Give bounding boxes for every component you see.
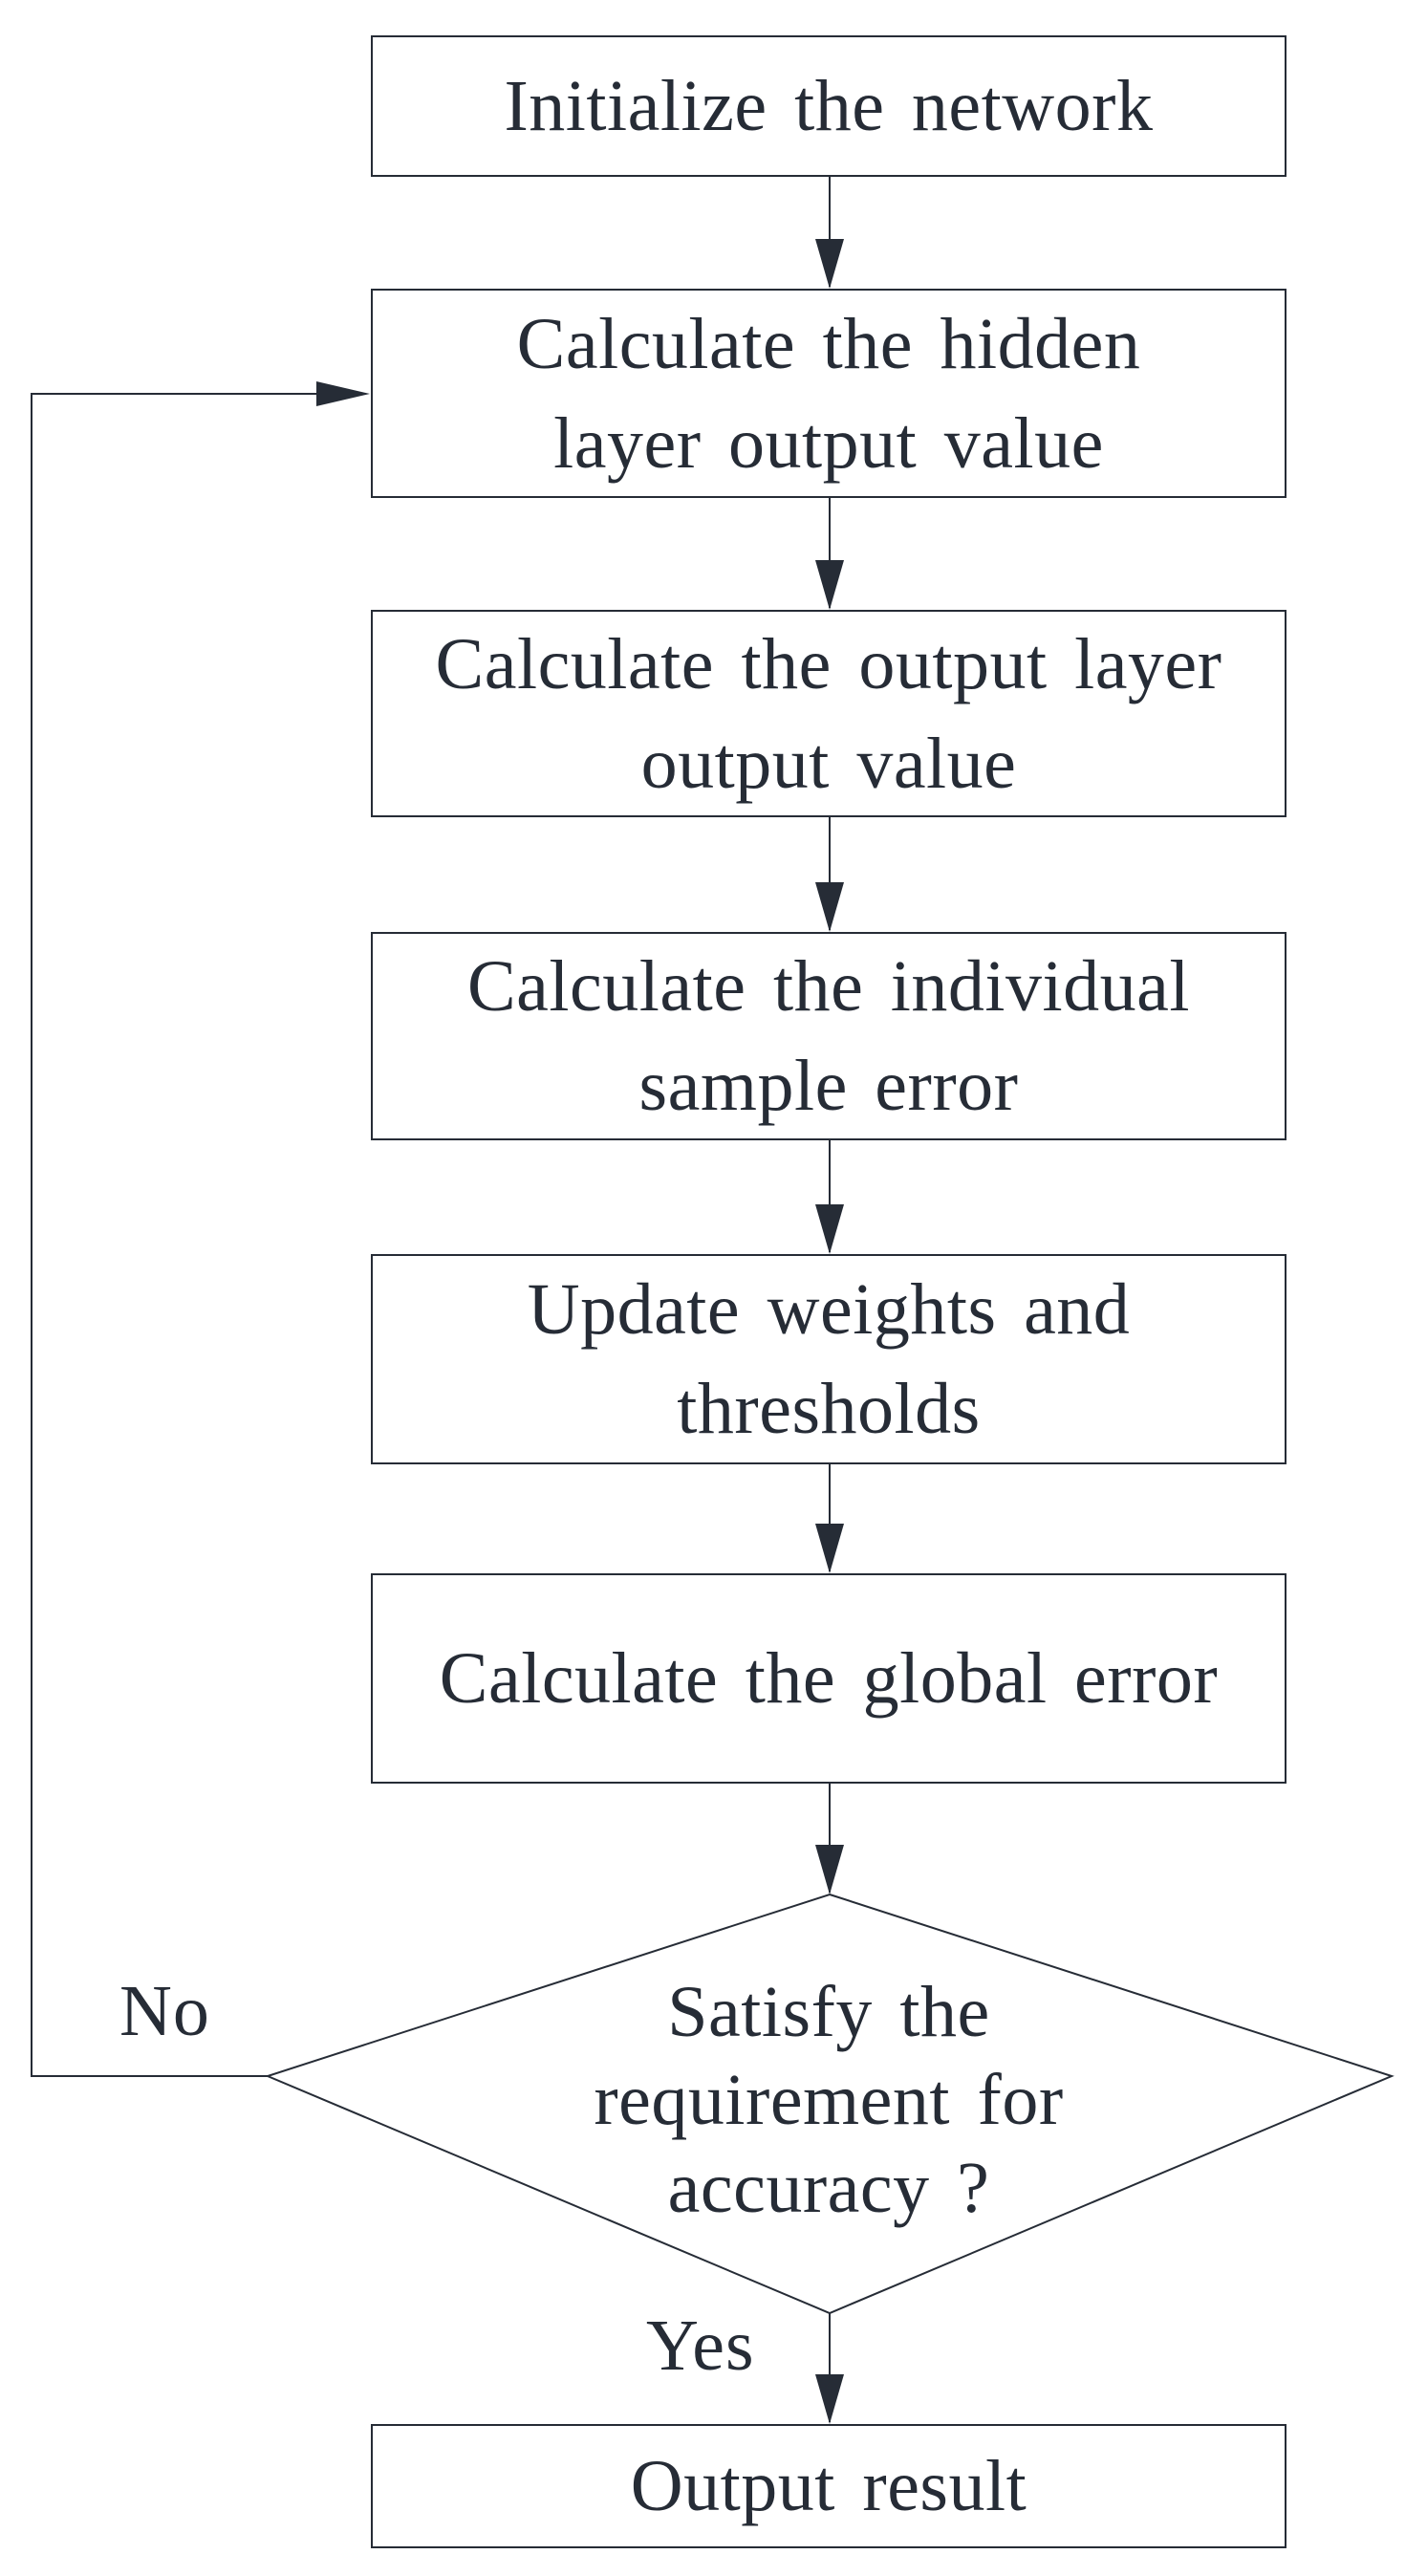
process-box-global-error: Calculate the global error — [371, 1573, 1286, 1784]
process-label-line: thresholds — [677, 1369, 981, 1449]
process-box-update-weights-thresholds: Update weights and thresholds — [371, 1254, 1286, 1464]
arrowhead-down-icon — [815, 239, 844, 289]
process-label-line: sample error — [638, 1046, 1019, 1126]
arrowhead-down-icon — [815, 1204, 844, 1254]
process-box-output-layer-output: Calculate the output layer output value — [371, 610, 1286, 817]
process-box-hidden-layer-output: Calculate the hidden layer output value — [371, 289, 1286, 498]
process-label-line: Initialize the network — [504, 66, 1154, 146]
arrowhead-down-icon — [815, 882, 844, 932]
edge-no-loop — [31, 393, 319, 2077]
arrowhead-down-icon — [815, 1845, 844, 1894]
process-label-line: Calculate the global error — [439, 1638, 1219, 1719]
process-box-output-result: Output result — [371, 2424, 1286, 2548]
decision-node-accuracy-check: Satisfy the requirement for accuracy ? — [371, 1891, 1286, 2309]
decision-label-line: requirement for — [594, 2060, 1064, 2140]
process-box-individual-sample-error: Calculate the individual sample error — [371, 932, 1286, 1140]
arrowhead-down-icon — [815, 2374, 844, 2424]
process-label-line: Calculate the output layer — [435, 623, 1222, 704]
arrowhead-right-icon — [316, 381, 370, 406]
arrowhead-down-icon — [815, 560, 844, 610]
arrowhead-down-icon — [815, 1524, 844, 1573]
process-label-line: Calculate the hidden — [516, 303, 1141, 384]
decision-label-line: accuracy ? — [667, 2148, 990, 2228]
process-label-line: Calculate the individual — [466, 946, 1190, 1027]
process-label-line: Output result — [630, 2446, 1027, 2526]
process-label-line: layer output value — [553, 402, 1104, 484]
process-label-line: Update weights and — [527, 1269, 1131, 1350]
process-label-line: output value — [640, 723, 1017, 804]
process-box-initialize-network: Initialize the network — [371, 35, 1286, 177]
edge-label-yes: Yes — [646, 2305, 755, 2386]
decision-label-line: Satisfy the — [667, 1972, 990, 2052]
edge-label-no: No — [119, 1971, 210, 2051]
